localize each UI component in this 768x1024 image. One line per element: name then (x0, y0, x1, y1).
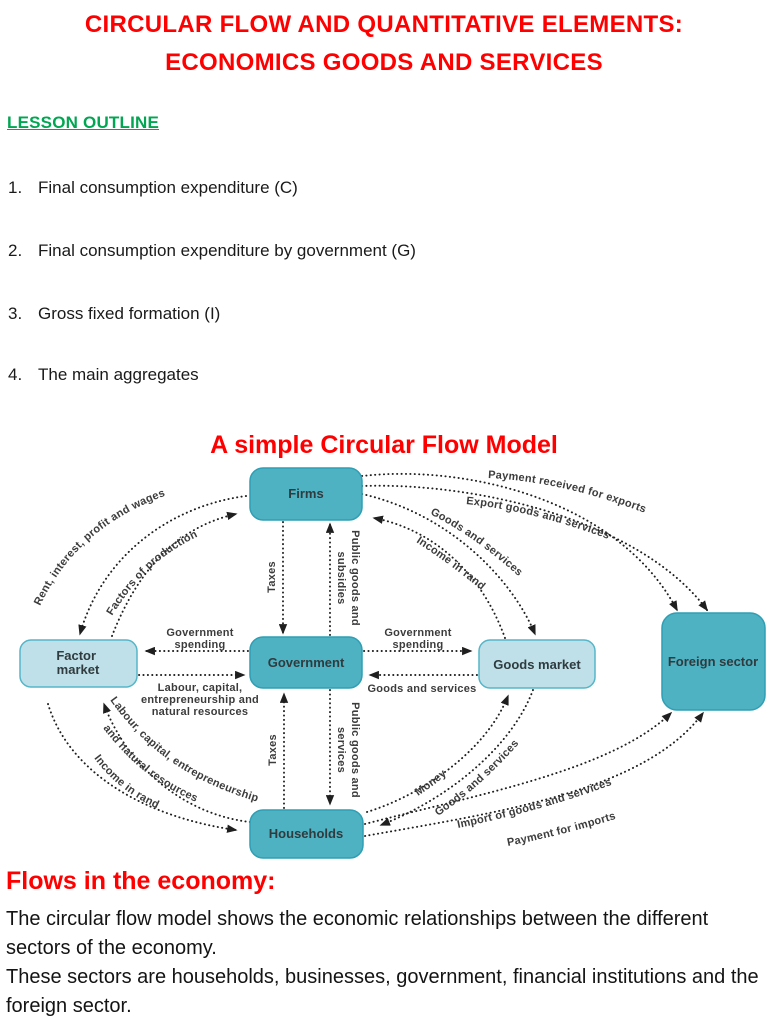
label-income-rand-left: Income in rand (92, 753, 161, 812)
outline-item-text: The main aggregates (38, 365, 199, 384)
foreign-sector-label: Foreign sector (668, 654, 758, 669)
goods-market-label: Goods market (493, 657, 581, 672)
foreign-sector-box (661, 612, 766, 711)
firms-box (249, 467, 363, 521)
government-box (249, 636, 363, 689)
flow-export-goods-services (361, 484, 708, 612)
households-box (249, 809, 364, 859)
node-foreign-sector: Foreign sector (661, 612, 766, 711)
flow-arrows (47, 472, 708, 837)
flow-labour-curved (103, 702, 251, 823)
diagram-nodes: Firms Factor market Government Goods mar… (19, 467, 766, 859)
label-public-subsidies-2: subsidies (335, 552, 347, 605)
node-factor-market: Factor market (19, 639, 138, 688)
label-money: Money (413, 767, 449, 798)
outline-item-text: Final consumption expenditure (C) (38, 178, 298, 197)
outline-item-text: Gross fixed formation (I) (38, 304, 221, 323)
factor-market-label-line2: market (57, 662, 100, 677)
label-gov-spending-right-1: Government (384, 627, 451, 639)
label-export-goods-services: Export goods and services (466, 495, 612, 542)
flow-payment-received-exports (361, 472, 678, 612)
households-label: Households (269, 826, 343, 841)
label-goods-services-goods-market: Goods and services (429, 506, 525, 579)
label-taxes-bottom: Taxes (267, 734, 279, 766)
firms-label: Firms (288, 486, 323, 501)
outline-item-number: 1. (8, 178, 23, 197)
outline-item-number: 2. (8, 241, 23, 260)
flow-goods-services-to-goods-market (361, 493, 536, 636)
node-households: Households (249, 809, 364, 859)
diagram-title: A simple Circular Flow Model (210, 431, 558, 459)
flows-heading: Flows in the economy: (6, 867, 276, 895)
lesson-outline-heading: LESSON OUTLINE (7, 113, 160, 132)
label-labour-horizontal-2: entrepreneurship and (141, 694, 259, 706)
flow-rent-wages (78, 495, 247, 636)
node-goods-market: Goods market (478, 639, 596, 689)
flow-import-goods-services (364, 711, 673, 825)
body-paragraph-1: The circular flow model shows the econom… (6, 908, 709, 959)
body-paragraph-2: These sectors are households, businesses… (6, 966, 759, 1017)
factor-market-box (19, 639, 138, 688)
factor-market-label-line1: Factor (56, 648, 96, 663)
label-gov-spending-left-2: spending (175, 639, 226, 651)
goods-market-box (478, 639, 596, 689)
outline-item-3: 3. Gross fixed formation (I) (8, 304, 220, 324)
label-public-services-2: services (335, 727, 347, 773)
flow-payment-for-imports (364, 711, 704, 837)
outline-item-1: 1. Final consumption expenditure (C) (8, 178, 298, 198)
circular-flow-diagram: Rent, interest, profit and wages Factors… (19, 467, 766, 859)
svg-text:Factor market: Factor market (56, 648, 100, 677)
label-gov-spending-left-1: Government (166, 627, 233, 639)
label-goods-services-gov: Goods and services (367, 683, 476, 695)
label-factors-production: Factors of production (104, 528, 199, 617)
page-title-line2: ECONOMICS GOODS AND SERVICES (165, 49, 603, 76)
flow-money (366, 694, 509, 813)
outline-item-4: 4. The main aggregates (8, 365, 199, 385)
outline-item-number: 3. (8, 304, 23, 323)
label-public-services-1: Public goods and (349, 702, 361, 798)
label-labour-horizontal-3: natural resources (152, 706, 249, 718)
flow-income-rand-left (47, 703, 238, 833)
outline-item-2: 2. Final consumption expenditure by gove… (8, 241, 416, 261)
flow-labels-straight: Taxes Public goods and subsidies Governm… (141, 530, 476, 798)
node-firms: Firms (249, 467, 363, 521)
label-taxes-top: Taxes (266, 561, 278, 593)
outline-item-number: 4. (8, 365, 23, 384)
page-title-line1: CIRCULAR FLOW AND QUANTITATIVE ELEMENTS: (84, 11, 684, 38)
label-labour-horizontal-1: Labour, capital, (158, 682, 243, 694)
label-public-subsidies-1: Public goods and (349, 530, 361, 626)
flow-income-rand-right (372, 515, 506, 639)
flow-goods-services-to-households (379, 689, 534, 826)
outline-item-text: Final consumption expenditure by governm… (38, 241, 416, 260)
label-gov-spending-right-2: spending (393, 639, 444, 651)
government-label: Government (268, 655, 345, 670)
page-title: CIRCULAR FLOW AND QUANTITATIVE ELEMENTS:… (0, 6, 768, 82)
flow-factors-production (111, 511, 238, 637)
node-government: Government (249, 636, 363, 689)
